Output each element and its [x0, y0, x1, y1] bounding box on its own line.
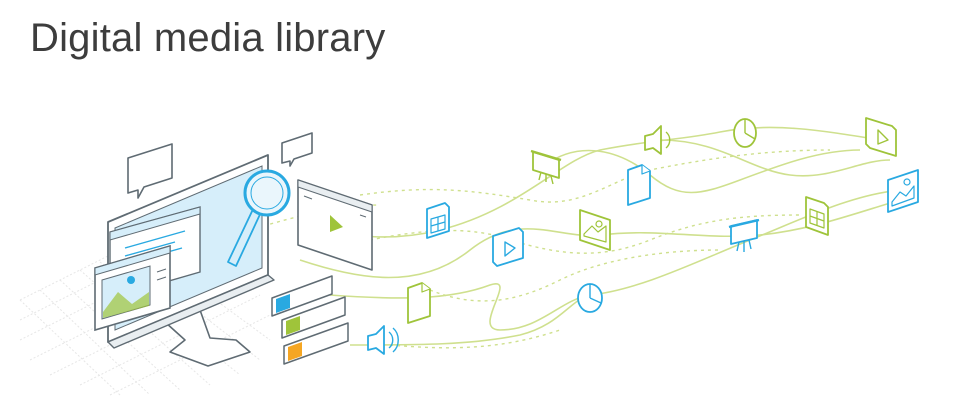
document-icon	[627, 164, 651, 206]
audio-icon	[367, 325, 399, 355]
spreadsheet-icon	[426, 202, 450, 239]
pie-chart-icon	[577, 283, 603, 313]
media-flow-paths	[299, 126, 901, 346]
presentation-icon	[728, 218, 760, 252]
presentation-icon	[530, 149, 562, 185]
video-play-icon	[492, 227, 524, 267]
image-icon	[579, 209, 611, 251]
video-player-window	[297, 179, 373, 271]
monitor	[94, 154, 275, 367]
image-window	[94, 244, 171, 332]
list-row	[283, 322, 349, 365]
page-title: Digital media library	[30, 16, 386, 60]
speech-bubble-icon	[127, 143, 173, 199]
list-row	[271, 275, 333, 317]
speech-bubble-small-icon	[281, 132, 313, 167]
image-icon	[887, 169, 919, 213]
document-icon	[407, 282, 431, 324]
spreadsheet-icon	[805, 196, 829, 236]
file-list	[271, 275, 349, 365]
list-row	[281, 296, 346, 339]
audio-icon	[644, 125, 671, 155]
video-play-icon	[865, 117, 897, 157]
pie-chart-icon	[733, 118, 757, 148]
magnifying-glass-icon	[227, 169, 291, 267]
